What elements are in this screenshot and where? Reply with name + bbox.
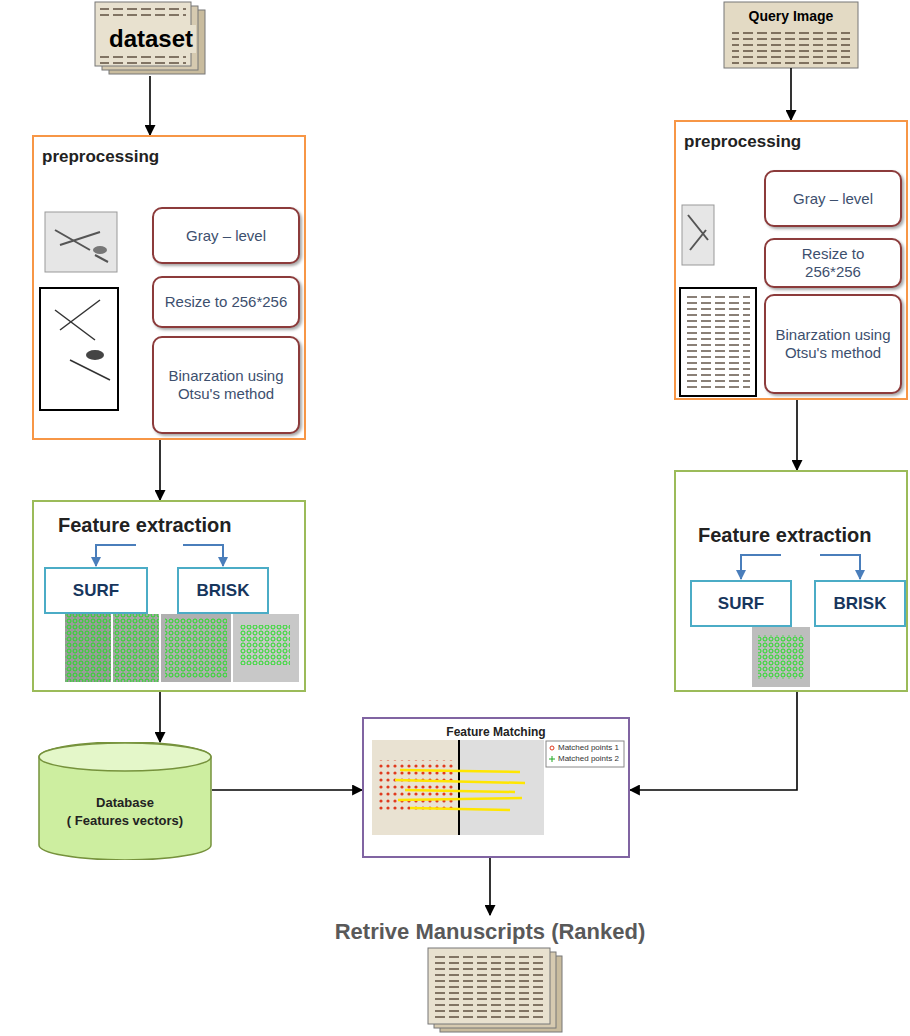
retrieved-stack [428,948,562,1032]
node-title: Resize to 256*256 [165,293,288,311]
flow-arrow [212,789,362,791]
matching-panel: Feature Matching [362,717,630,858]
matching-image [372,740,624,835]
method-box: SURF [690,580,792,627]
flow-arrow [796,400,798,470]
flow-arrow [489,858,491,915]
manuscript-image: dataset [95,2,207,76]
step-box: Binarzation using Otsu's method [764,294,902,394]
node-title: Gray – level [793,190,873,208]
inner-arrow [741,555,781,579]
flow-arrow [149,76,151,135]
node-title: preprocessing [42,147,159,167]
node-subtitle: ( Features vectors) [67,812,183,830]
method-box: BRISK [814,580,906,627]
node-title: SURF [718,594,764,614]
node-title: Feature extraction [698,524,871,547]
node-title: dataset [106,25,196,53]
method-box: SURF [44,567,148,614]
database-cylinder: Database( Features vectors) [38,742,212,860]
flow-arrow [630,692,797,790]
cylinder-body [39,742,211,860]
method-box: BRISK [177,567,269,614]
stage-panel: Feature extractionSURF BRISK [32,500,306,692]
query-manuscript [724,2,858,68]
inner-arrow [820,555,860,579]
node-title: Query Image [746,8,837,24]
step-box: Gray – level [764,170,902,227]
stage-panel: preprocessingGray – levelResize to 256*2… [32,135,306,440]
legend-label: Matched points 1 [558,743,619,753]
step-box: Binarzation using Otsu's method [152,336,300,434]
inner-arrow [96,545,136,566]
cylinder-top [39,743,211,771]
node-title: BRISK [834,594,887,614]
node-title: BRISK [197,581,250,601]
preprocess-thumbnails [40,205,756,410]
node-title: Feature Matching [443,725,548,739]
flow-arrow [790,68,792,120]
step-box: Resize to 256*256 [764,238,902,288]
node-title: SURF [73,581,119,601]
node-title: Feature extraction [58,514,231,537]
node-title: Retrive Manuscripts (Ranked) [335,919,646,945]
node-title: Database [96,794,154,812]
node-title: Resize to 256*256 [774,245,892,281]
node-title: Gray – level [186,227,266,245]
step-box: Resize to 256*256 [152,276,300,328]
manuscript-image: Query Image [724,2,858,68]
flow-arrow [159,440,161,500]
step-box: Gray – level [152,207,300,264]
inner-arrow [183,545,223,566]
legend-label: Matched points 2 [558,754,619,764]
node-title: Binarzation using Otsu's method [774,326,892,362]
flow-arrow [159,692,161,742]
manuscript-stack [95,2,205,74]
stage-panel: preprocessingGray – levelResize to 256*2… [674,120,908,400]
result-heading: Retrive Manuscripts (Ranked) [290,915,690,947]
stage-panel: Feature extractionSURF BRISK [674,470,908,692]
node-title: Binarzation using Otsu's method [162,367,290,403]
node-title: preprocessing [684,132,801,152]
